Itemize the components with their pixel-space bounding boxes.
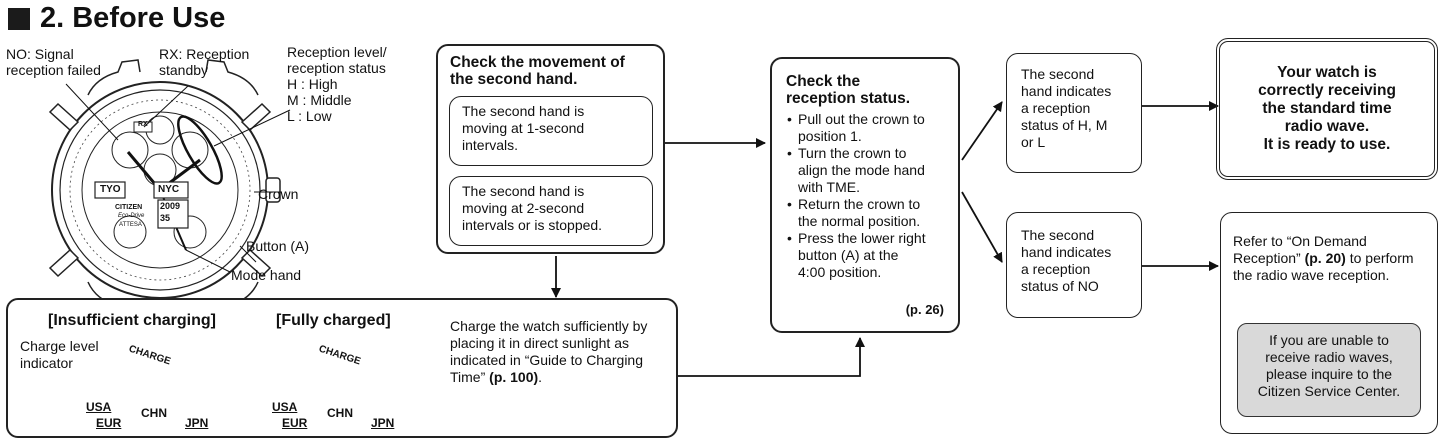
gauge-word-full: CHARGE: [317, 343, 362, 368]
city-eur-2: EUR: [282, 416, 308, 430]
dial-minute: 35: [160, 213, 171, 223]
city-usa-1: USA: [86, 400, 112, 414]
dial-rx-window: RX: [138, 121, 148, 128]
city-jpn-1: JPN: [185, 416, 209, 430]
watch-illustration: [48, 59, 291, 321]
on-demand-text: Refer to “On Demand Reception” (p. 20) t…: [1233, 233, 1414, 283]
dial-sub: Eco-Drive: [118, 213, 145, 219]
option-2-second: The second hand is moving at 2-second in…: [449, 176, 653, 246]
reception-page-ref: (p. 26): [905, 302, 944, 317]
insufficient-charging-label: [Insufficient charging]: [48, 312, 216, 329]
city-jpn-2: JPN: [371, 416, 395, 430]
city-chn-2: CHN: [327, 406, 353, 420]
dial-nyc: NYC: [158, 184, 180, 195]
label-reception-level: Reception level/ reception status H : Hi…: [287, 44, 387, 124]
check-movement-heading: Check the movement of the second hand.: [450, 54, 625, 88]
check-movement-box: Check the movement of the second hand. T…: [436, 44, 665, 254]
label-crown: Crown: [258, 186, 299, 202]
check-reception-heading: Check the reception status.: [786, 73, 911, 107]
label-no: NO: Signal reception failed: [6, 46, 101, 78]
label-button-a: Button (A): [246, 238, 310, 254]
arrow-to-status-no: [961, 191, 1003, 263]
dial-year: 2009: [160, 201, 181, 211]
option-1-second: The second hand is moving at 1-second in…: [449, 96, 653, 166]
charging-instructions: Charge the watch sufficiently by placing…: [450, 318, 648, 385]
page-title: 2. Before Use: [8, 2, 225, 35]
label-rx: RX: Reception standby: [159, 46, 250, 78]
fully-charged-label: [Fully charged]: [276, 312, 391, 329]
arrow-charging-to-reception: [678, 337, 865, 377]
arrow-to-status-hml: [961, 101, 1003, 161]
charging-box: [Insufficient charging] [Fully charged] …: [6, 298, 678, 438]
on-demand-box: Refer to “On Demand Reception” (p. 20) t…: [1220, 212, 1438, 434]
flow-arrows: [216, 101, 1219, 389]
dial-brand: CITIZEN: [115, 204, 143, 211]
city-usa-2: USA: [272, 400, 298, 414]
dial-tyo: TYO: [100, 184, 121, 195]
city-eur-1: EUR: [96, 416, 122, 430]
check-reception-box: Check the reception status. Pull out the…: [770, 57, 960, 333]
dial-sub2: ATTESA: [119, 222, 142, 228]
title-square-icon: [8, 7, 30, 30]
gauge-word-insufficient: CHARGE: [127, 343, 172, 368]
label-mode-hand: Mode hand: [231, 267, 302, 283]
page-title-text: 2. Before Use: [40, 2, 226, 34]
city-chn-1: CHN: [141, 406, 167, 420]
